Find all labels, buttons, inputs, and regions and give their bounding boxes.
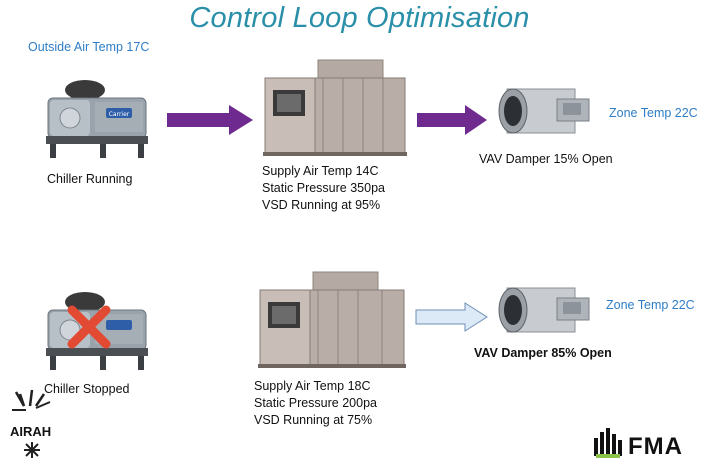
fma-logo-icon: FMA — [594, 428, 683, 460]
supply-air-temp-top: Supply Air Temp 14C — [262, 164, 379, 178]
zone-temp-bottom: Zone Temp 22C — [606, 298, 695, 312]
vav-damper-image-bottom — [498, 287, 590, 333]
arrow-chiller-to-ahu — [167, 105, 253, 135]
vav-damper-top-label: VAV Damper 15% Open — [479, 152, 613, 166]
static-pressure-bottom: Static Pressure 200pa — [254, 396, 377, 410]
arrow-ahu-to-vav-light — [415, 302, 488, 332]
ahu-bottom-info: Supply Air Temp 18C Static Pressure 200p… — [254, 378, 377, 429]
supply-air-temp-bottom: Supply Air Temp 18C — [254, 379, 371, 393]
chiller-stopped-label: Chiller Stopped — [44, 382, 130, 396]
fma-logo-text: FMA — [628, 433, 683, 460]
chiller-image-running: Carrier — [46, 80, 148, 158]
ahu-top-info: Supply Air Temp 14C Static Pressure 350p… — [262, 163, 385, 214]
chiller-brand: Carrier — [109, 111, 130, 118]
vav-damper-image-top — [498, 88, 590, 134]
vav-damper-bottom-label: VAV Damper 85% Open — [474, 346, 612, 360]
outside-air-temp: Outside Air Temp 17C — [28, 40, 150, 54]
arrow-ahu-to-vav — [417, 105, 487, 135]
page-title: Control Loop Optimisation — [189, 2, 530, 34]
chiller-running-label: Chiller Running — [47, 172, 133, 186]
airah-logo-text: AIRAH — [10, 424, 51, 439]
ahu-image-top — [263, 59, 407, 156]
vsd-running-bottom: VSD Running at 75% — [254, 413, 373, 427]
ahu-image-bottom — [258, 271, 406, 368]
static-pressure-top: Static Pressure 350pa — [262, 181, 385, 195]
airah-logo-icon: AIRAH — [10, 389, 51, 458]
stop-cross-icon — [67, 305, 111, 349]
vsd-running-top: VSD Running at 95% — [262, 198, 381, 212]
zone-temp-top: Zone Temp 22C — [609, 106, 698, 120]
